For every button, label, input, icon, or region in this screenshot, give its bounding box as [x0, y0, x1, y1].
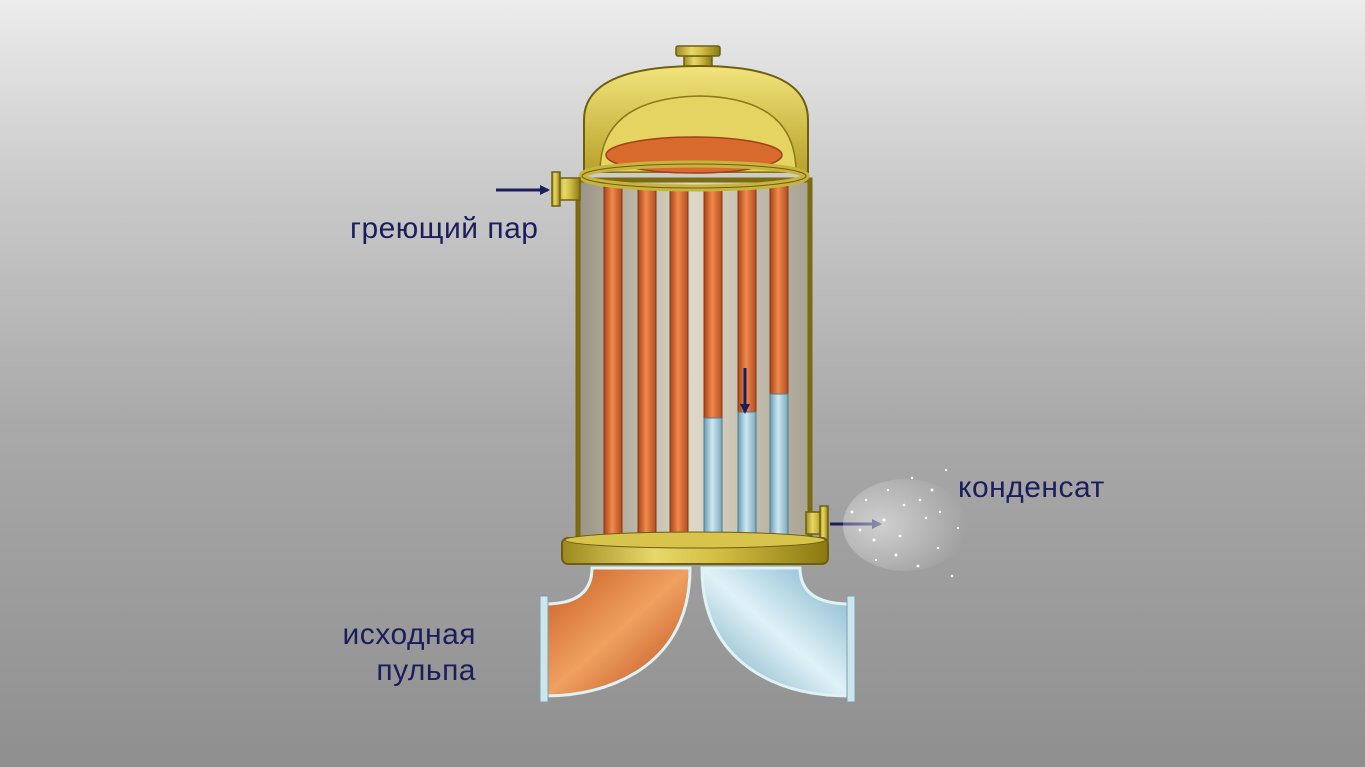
- tube: [737, 411, 757, 547]
- steam-inlet-nozzle: [551, 171, 581, 207]
- heating-steam-label: греющий пар: [350, 212, 539, 245]
- tube: [703, 417, 723, 547]
- tube: [603, 185, 623, 547]
- tube: [669, 185, 689, 547]
- heating-tubes: [603, 185, 789, 547]
- tube: [769, 393, 789, 547]
- feed-pulp-label-line1: исходная: [342, 618, 476, 651]
- tube: [769, 185, 789, 395]
- tube: [703, 185, 723, 419]
- feed-pulp-label: исходная пульпа: [343, 617, 476, 689]
- tube: [637, 185, 657, 547]
- feed-pulp-label-line2: пульпа: [376, 654, 476, 687]
- lower-tube-sheet: [561, 531, 829, 565]
- return-pipe: [700, 566, 856, 703]
- condensate-label: конденсат: [958, 471, 1105, 504]
- feed-pulp-pipe: [539, 566, 692, 703]
- condensate-spray: [843, 468, 967, 578]
- tube: [737, 185, 757, 413]
- evaporator-lid: [583, 64, 809, 174]
- upper-tube-sheet: [578, 160, 810, 192]
